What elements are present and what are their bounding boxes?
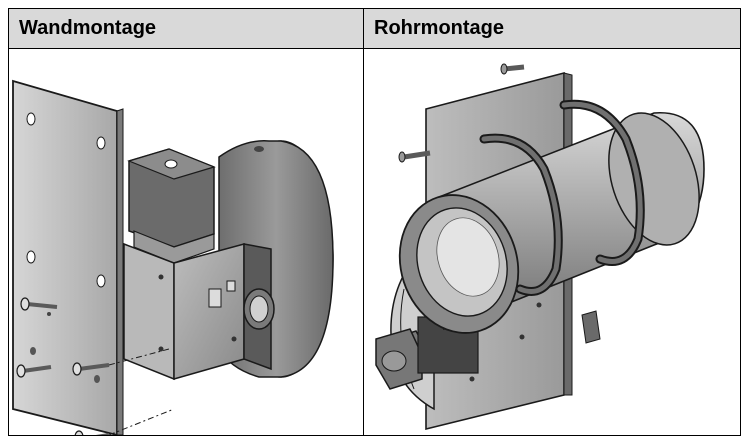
header-pipe-mount: Rohrmontage <box>364 9 740 49</box>
wall-mount-cell <box>9 49 364 435</box>
pipe-mount-cell <box>364 49 740 435</box>
wall-mount-illustration-icon <box>12 79 334 435</box>
header-wall-mount: Wandmontage <box>9 9 364 49</box>
pipe-mount-illustration-icon <box>375 63 705 431</box>
mounting-table: Wandmontage Rohrmontage <box>8 8 741 436</box>
